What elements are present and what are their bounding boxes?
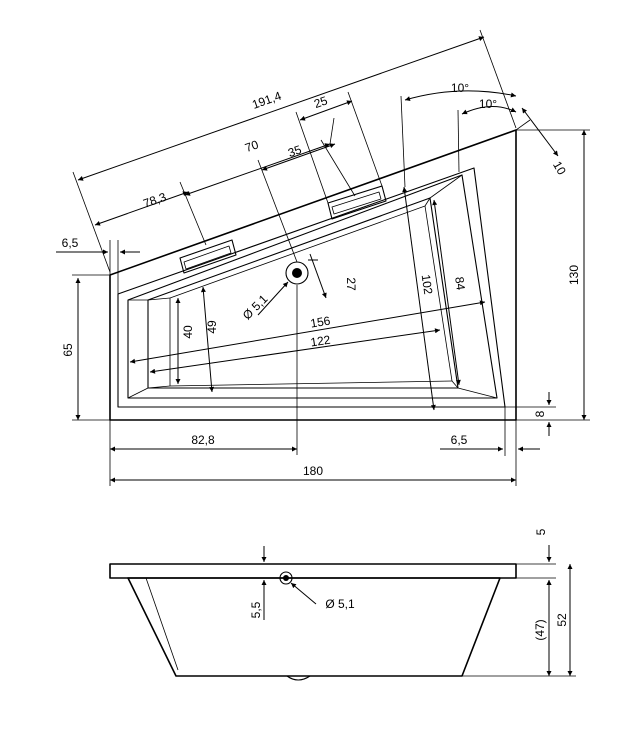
svg-text:6,5: 6,5 (451, 433, 468, 447)
handle-right (327, 185, 387, 220)
dimension-27: 27 (308, 253, 358, 299)
dimension-130: 130 (516, 129, 590, 421)
dimension-25: 25 (295, 91, 383, 204)
svg-text:49: 49 (205, 320, 219, 334)
svg-text:10: 10 (550, 159, 569, 178)
basin-slope-lines (127, 174, 498, 399)
svg-text:(47): (47) (533, 619, 547, 640)
svg-text:35: 35 (286, 142, 304, 160)
dimension-angle-10-b: 10° (457, 97, 517, 173)
svg-text:122: 122 (309, 333, 331, 350)
dimension-49: 49 (200, 286, 219, 393)
dimension-78-3: 78,3 (94, 181, 207, 246)
side-drain (286, 675, 311, 681)
dimension-84: 84 (432, 199, 468, 386)
dimension-diameter-5-1-side: Ø 5,1 (290, 582, 355, 611)
basin-top-edge (127, 174, 498, 399)
side-rim (109, 563, 517, 579)
dimension-65: 65 (61, 274, 110, 421)
svg-text:65: 65 (61, 343, 75, 357)
svg-text:10°: 10° (451, 81, 469, 95)
svg-text:Ø 5,1: Ø 5,1 (325, 597, 355, 611)
dimension-diameter-5-1-plan: Ø 5,1 (240, 281, 289, 323)
dimension-102: 102 (402, 186, 436, 411)
svg-text:102: 102 (419, 274, 436, 296)
plan-view: 191,4 25 70 35 78,3 (56, 29, 590, 486)
svg-text:191,4: 191,4 (250, 89, 283, 112)
dimension-82-8: 82,8 (109, 285, 298, 486)
svg-text:5,5: 5,5 (249, 601, 263, 618)
svg-text:180: 180 (303, 464, 323, 478)
svg-text:25: 25 (312, 93, 330, 111)
dimension-122: 122 (149, 328, 441, 374)
dimension-180: 180 (110, 464, 516, 483)
dimension-6-5-bottom: 6,5 (440, 407, 540, 486)
svg-text:10°: 10° (479, 97, 497, 111)
svg-text:8: 8 (533, 410, 547, 417)
svg-text:70: 70 (243, 137, 261, 155)
dimension-5-5: 5,5 (249, 546, 280, 620)
svg-text:27: 27 (344, 277, 358, 291)
dimension-6-5-top: 6,5 (56, 236, 140, 294)
svg-text:6,5: 6,5 (62, 236, 79, 250)
handle-left (179, 239, 237, 274)
svg-text:Ø 5,1: Ø 5,1 (240, 292, 271, 323)
dimension-47: (47) (462, 580, 576, 677)
side-body (127, 577, 501, 677)
overflow-icon (285, 261, 309, 285)
side-view: 5 5,5 Ø 5,1 (47) 52 (109, 528, 576, 681)
dimension-35: 35 (261, 139, 356, 197)
svg-text:156: 156 (309, 313, 331, 330)
svg-text:52: 52 (555, 613, 569, 627)
dimension-angle-10-a: 10° (400, 81, 517, 188)
dimension-8: 8 (505, 392, 556, 436)
dimension-52: 52 (555, 564, 573, 676)
svg-text:84: 84 (452, 276, 468, 291)
dimension-40: 40 (175, 298, 195, 384)
svg-text:130: 130 (567, 265, 581, 285)
svg-text:82,8: 82,8 (191, 433, 215, 447)
svg-text:40: 40 (181, 325, 195, 339)
side-inner-line (145, 577, 179, 671)
svg-text:5: 5 (534, 528, 548, 535)
dimension-10: 10 (515, 107, 569, 178)
basin-floor (147, 197, 459, 389)
svg-text:78,3: 78,3 (141, 190, 168, 211)
dimension-5: 5 (516, 528, 556, 598)
